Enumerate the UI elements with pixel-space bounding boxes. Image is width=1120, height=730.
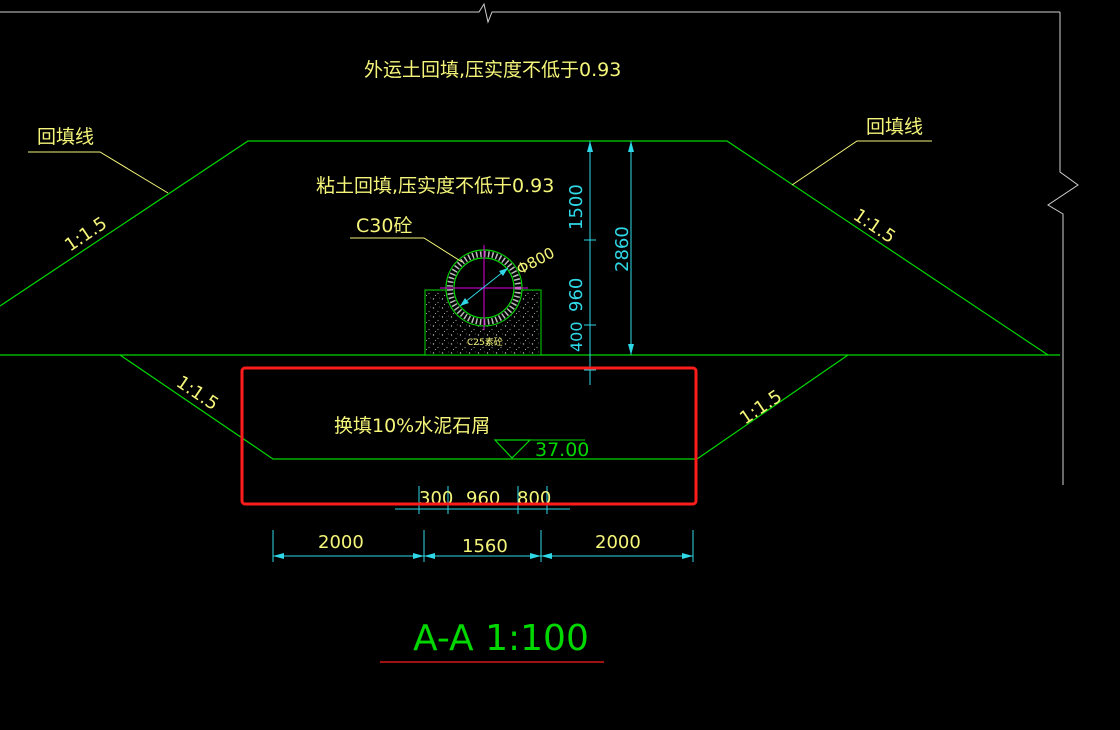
dim-1500: 1500	[566, 184, 587, 230]
backfill-left-leader	[28, 151, 169, 194]
dim-arrow-v1-top	[587, 141, 593, 152]
dim-arrow-h5	[541, 553, 552, 559]
backfill-line-label-right: 回填线	[866, 116, 923, 138]
right-border-line	[1047, 12, 1079, 485]
dim-arrow-h6	[682, 553, 693, 559]
dim-800: 800	[517, 488, 551, 509]
horizontal-dimensions	[272, 486, 694, 562]
embankment-outline-line	[0, 140, 1049, 356]
c30-leader	[350, 237, 463, 263]
dim-2860: 2860	[612, 226, 633, 272]
backfill-line-label-left: 回填线	[37, 126, 94, 148]
elevation-value: 37.00	[535, 439, 589, 461]
drawing-border	[0, 2, 1079, 485]
slope-label-lower-left: 1:1.5	[172, 372, 222, 415]
clay-fill-note: 粘土回填,压实度不低于0.93	[316, 175, 554, 197]
highlight-box	[240, 366, 698, 506]
pipe-diameter-arrow-start	[460, 298, 469, 306]
replacement-fill-note: 换填10%水泥石屑	[334, 415, 490, 437]
base-concrete-label: C25素砼	[467, 336, 503, 348]
slope-label-upper-left: 1:1.5	[61, 213, 111, 256]
dim-arrow-v2-top	[628, 141, 634, 152]
dim-1560: 1560	[462, 536, 508, 557]
dim-2000-left: 2000	[318, 532, 364, 553]
slope-label-upper-right: 1:1.5	[849, 205, 899, 248]
top-border-line	[0, 2, 1060, 24]
elevation-marker: 37.00	[493, 439, 589, 461]
dim-arrow-h1	[273, 553, 284, 559]
dim-300: 300	[419, 488, 453, 509]
leader-lines	[28, 140, 932, 263]
dim-arrow-h3	[424, 553, 435, 559]
pipe-diameter-line	[459, 267, 509, 307]
horizontal-dim-arrows	[273, 553, 693, 559]
section-title: A-A 1:100	[413, 618, 589, 659]
outer-fill-note: 外运土回填,压实度不低于0.93	[364, 59, 621, 81]
pipe-concrete-label: C30砼	[356, 215, 412, 237]
dim-arrow-v2-bottom	[628, 344, 634, 355]
dim-960-vertical: 960	[566, 278, 587, 312]
backfill-right-leader	[791, 140, 932, 186]
dim-arrow-h4	[530, 553, 541, 559]
dim-400: 400	[567, 321, 586, 352]
dim-960-horizontal: 960	[466, 488, 500, 509]
vertical-dimensions	[584, 141, 632, 385]
vertical-dim-arrows	[587, 141, 634, 355]
elevation-triangle	[493, 439, 532, 459]
trench-outline	[119, 354, 849, 460]
pipe-diameter-label: Φ800	[513, 244, 557, 279]
pipe-assembly	[424, 245, 542, 356]
slope-label-lower-right: 1:1.5	[736, 386, 786, 429]
dim-2000-right: 2000	[595, 532, 641, 553]
dim-arrow-h2	[413, 553, 424, 559]
pipe-diameter-arrow	[499, 268, 508, 276]
